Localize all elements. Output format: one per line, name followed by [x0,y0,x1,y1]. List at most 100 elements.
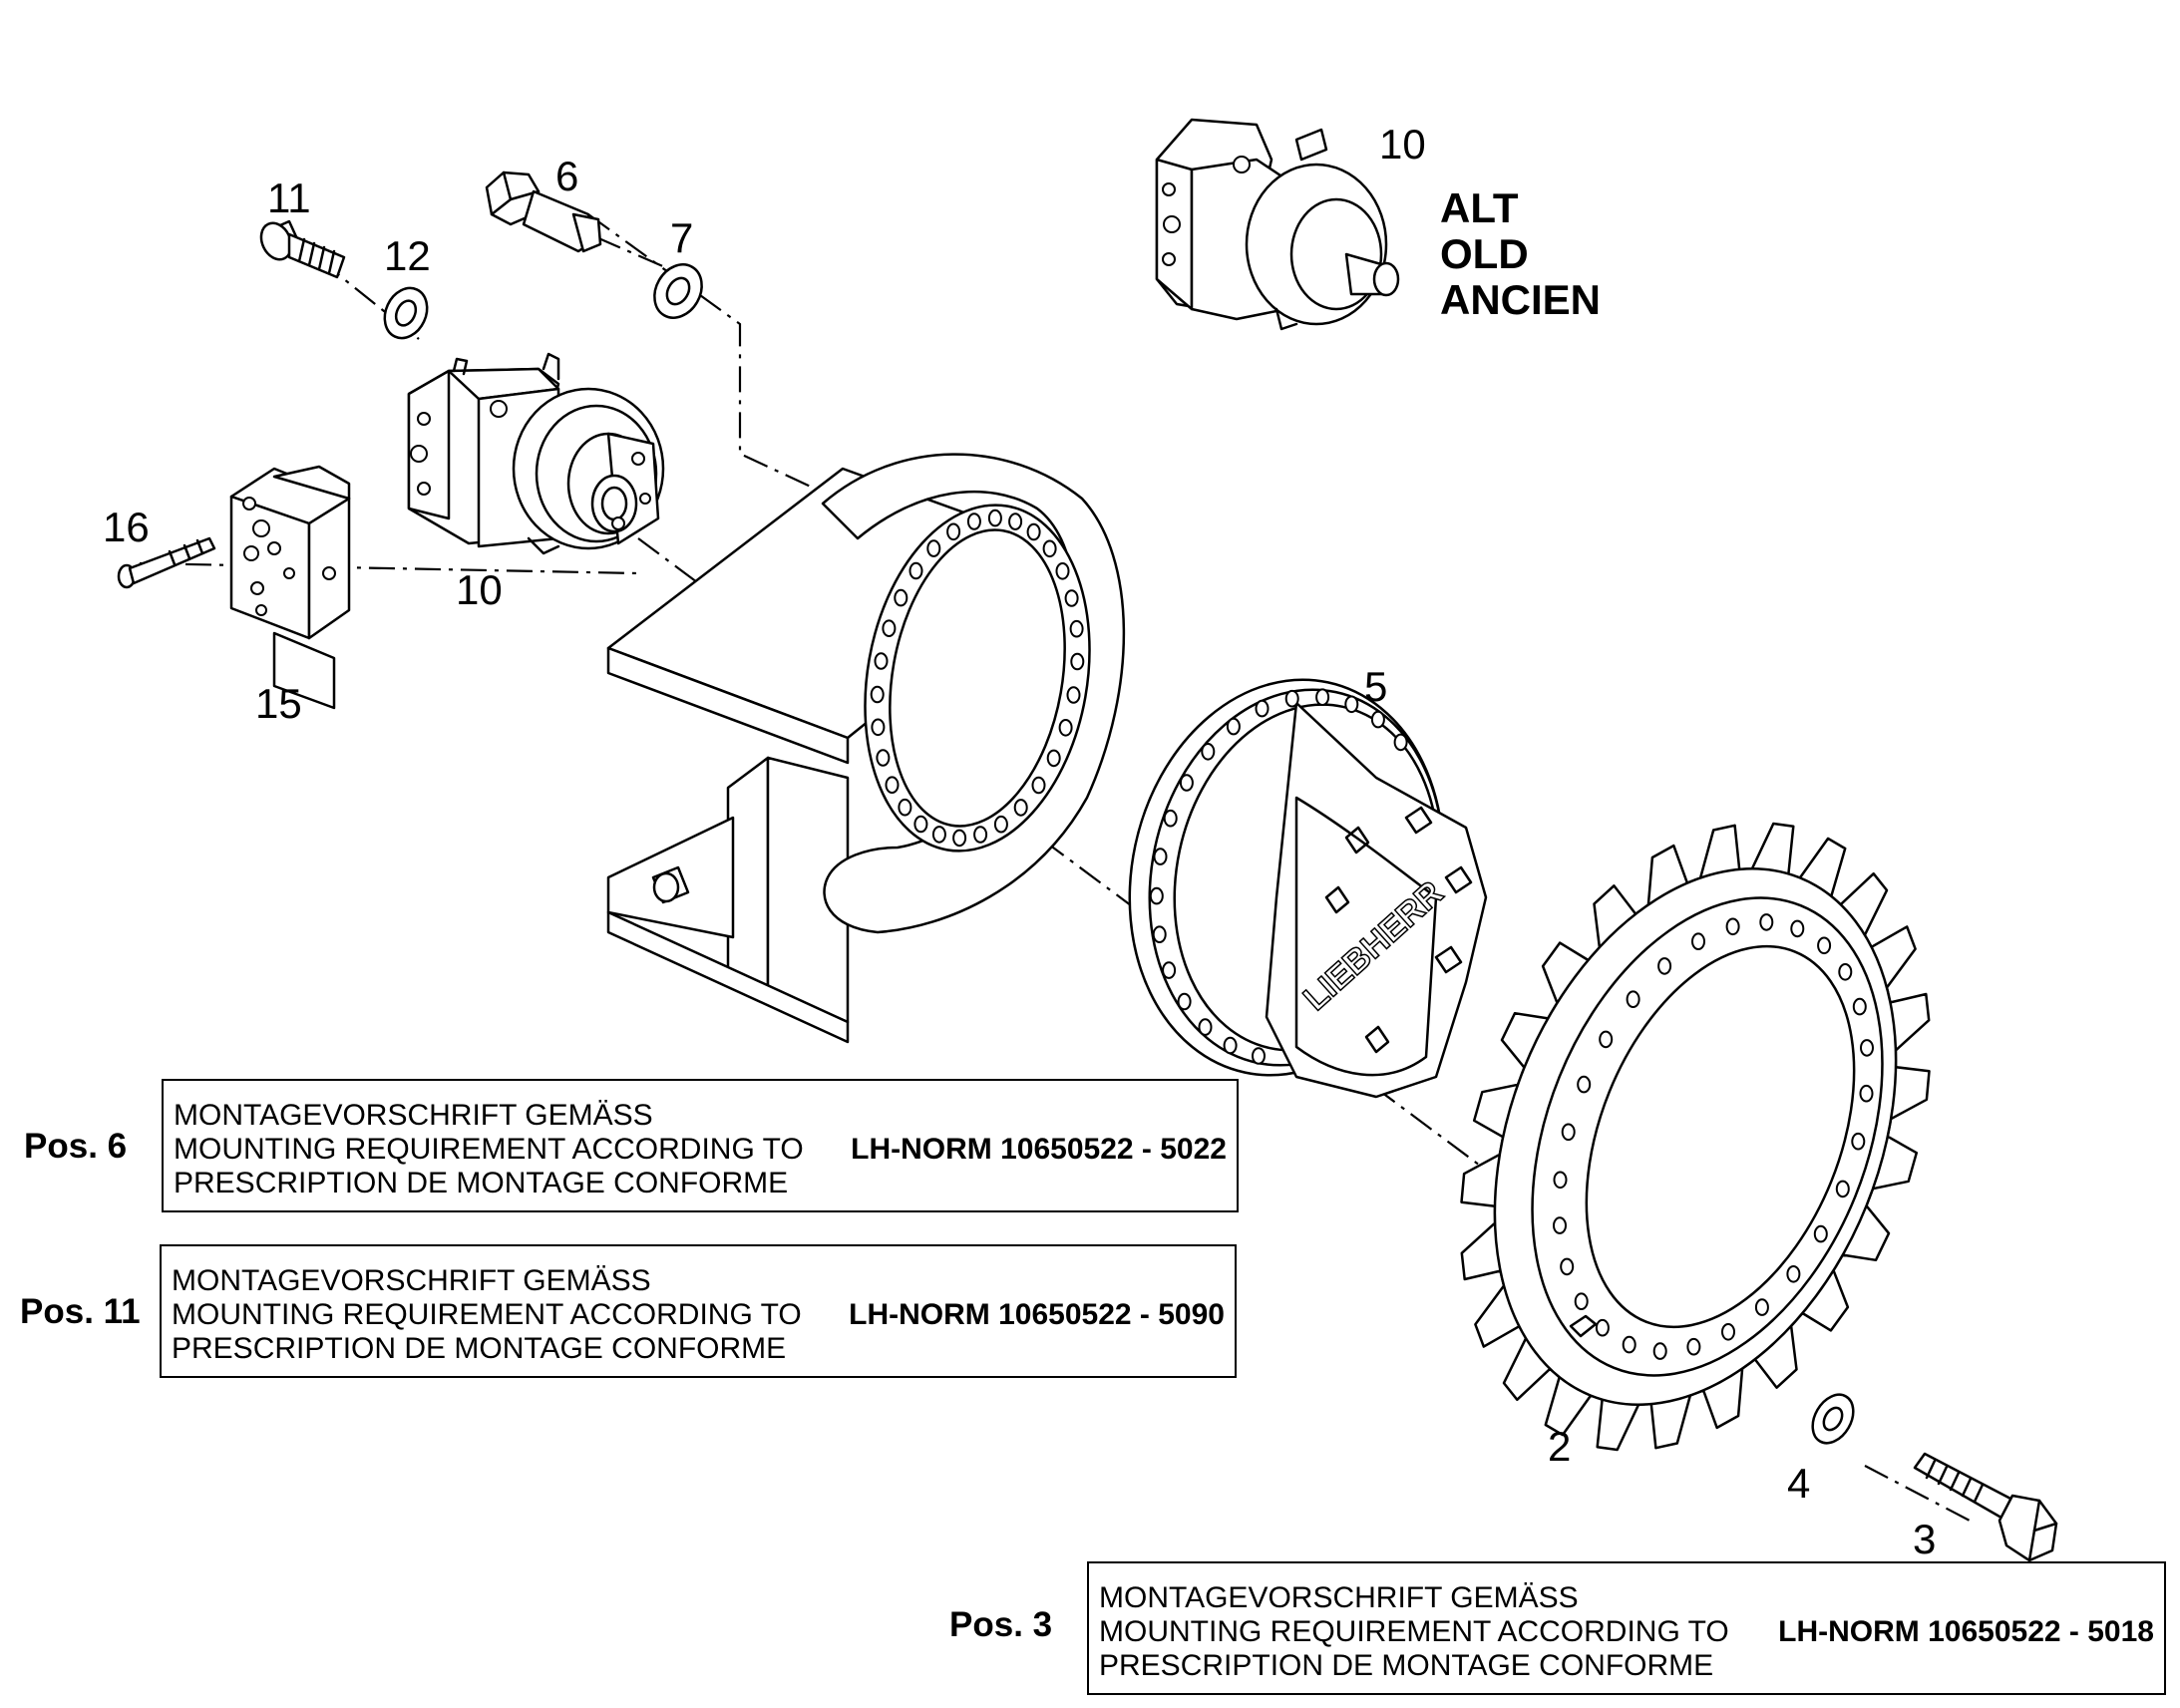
bolt-hole [1599,1030,1614,1049]
bolt-hole [1066,686,1081,704]
bolt-hole [1284,689,1299,708]
note-line-fr: PRESCRIPTION DE MONTAGE CONFORME [174,1167,789,1199]
bolt-hole [993,815,1008,834]
note-pos-label: Pos. 11 [20,1292,141,1331]
bolt-hole [1725,917,1740,936]
bolt-hole [1790,919,1805,938]
bolt-hole [1055,562,1070,580]
bolt-hole [1851,1132,1866,1151]
hex-bolt-3 [1913,1452,2058,1562]
bolt-hole [966,512,981,530]
note-line-fr: PRESCRIPTION DE MONTAGE CONFORME [1099,1649,1714,1682]
bolt-hole [1859,1084,1874,1103]
bolt-hole [1252,1047,1266,1065]
old-version-label: ALT OLD ANCIEN [1440,185,1601,323]
callout-2: 2 [1548,1423,1572,1470]
valve-block-15 [229,465,351,710]
alt-label: ALT [1440,184,1519,231]
bolt-hole [1561,1123,1576,1142]
bolt-hole [870,685,885,704]
bolt-hole [1852,997,1867,1016]
socket-screw-11 [259,219,346,279]
bolt-hole [1152,925,1167,944]
bolt-hole [1179,774,1194,792]
bolt-hole [1652,1342,1667,1360]
washer-12 [383,286,429,340]
note-line-en: MOUNTING REQUIREMENT ACCORDING TO [1099,1615,1729,1648]
sprocket-bolt-holes [1553,913,1874,1360]
callout-10: 10 [456,566,503,613]
bolt-hole [1691,932,1705,951]
bolt-hole [1162,961,1177,979]
bolt-hole [1344,695,1359,714]
hex-bolt-6 [485,171,602,253]
long-bolt-16 [117,536,216,589]
bolt-hole [1595,1318,1610,1337]
bolt-hole [1657,957,1672,975]
bolt-hole [908,561,923,580]
final-drive-5 [1128,678,1488,1099]
note-line-en: MOUNTING REQUIREMENT ACCORDING TO [172,1298,802,1331]
old-label: OLD [1440,230,1529,277]
bolt-hole [894,588,908,607]
washer-7 [653,263,703,319]
bolt-hole [1153,848,1168,865]
bolt-hole [898,798,912,817]
bolt-hole [1201,743,1216,761]
note-pos-label: Pos. 6 [24,1127,128,1166]
bolt-hole [1574,1292,1589,1310]
bolt-hole [1031,776,1046,795]
bolt-hole [952,829,967,848]
bolt-hole [885,776,900,795]
bolt-hole [1370,710,1385,729]
callout-16: 16 [103,504,150,550]
bolt-hole [1069,619,1084,638]
bolt-hole [1817,936,1832,955]
bolt-hole [926,539,941,557]
bolt-hole [1177,992,1192,1011]
note-line-fr: PRESCRIPTION DE MONTAGE CONFORME [172,1332,787,1365]
bolt-hole [946,522,961,541]
bolt-hole [1046,749,1061,768]
bolt-hole [1149,886,1164,905]
bolt-hole [1835,1180,1850,1198]
note-pos-label: Pos. 3 [949,1605,1053,1644]
bolt-hole [987,509,1002,527]
callout-11: 11 [267,174,311,221]
bolt-hole [1042,539,1057,558]
bolt-hole [1838,963,1853,981]
callout-6: 6 [555,153,579,199]
washer-4 [1811,1393,1855,1445]
sprocket-2 [1460,822,1931,1452]
note-norm: LH-NORM 10650522 - 5022 [851,1133,1227,1166]
note-line-de: MONTAGEVORSCHRIFT GEMÄSS [174,1099,653,1132]
bolt-hole [1013,799,1028,817]
bolt-hole [1064,589,1079,607]
bolt-hole [1315,688,1330,707]
callout-12: 12 [384,232,431,279]
bolt-hole [1198,1018,1213,1036]
bolt-hole [1070,652,1085,671]
bolt-hole [1026,522,1041,541]
callout-7: 7 [670,214,694,261]
bolt-hole [1163,809,1178,828]
bolt-hole [882,619,897,638]
bolt-hole [1786,1265,1801,1283]
bolt-hole [1577,1075,1592,1094]
bolt-hole [1686,1337,1701,1356]
bolt-hole [913,815,928,834]
bolt-hole [1058,719,1073,737]
bolt-hole [1255,699,1270,718]
bracket-bolt-holes [870,509,1085,848]
callout-5: 5 [1364,663,1388,710]
bolt-hole [1560,1257,1575,1276]
callout-3: 3 [1913,1516,1937,1562]
bolt-hole [1553,1171,1568,1190]
final-drive-bolt-holes [1149,688,1408,1065]
bolt-hole [1553,1216,1567,1234]
mounting-note-box: MONTAGEVORSCHRIFT GEMÄSS MOUNTING REQUIR… [162,1079,1239,1212]
bolt-hole [1226,717,1241,736]
note-norm: LH-NORM 10650522 - 5018 [1778,1615,2154,1648]
bolt-hole [874,652,889,670]
callout-15: 15 [255,680,302,727]
